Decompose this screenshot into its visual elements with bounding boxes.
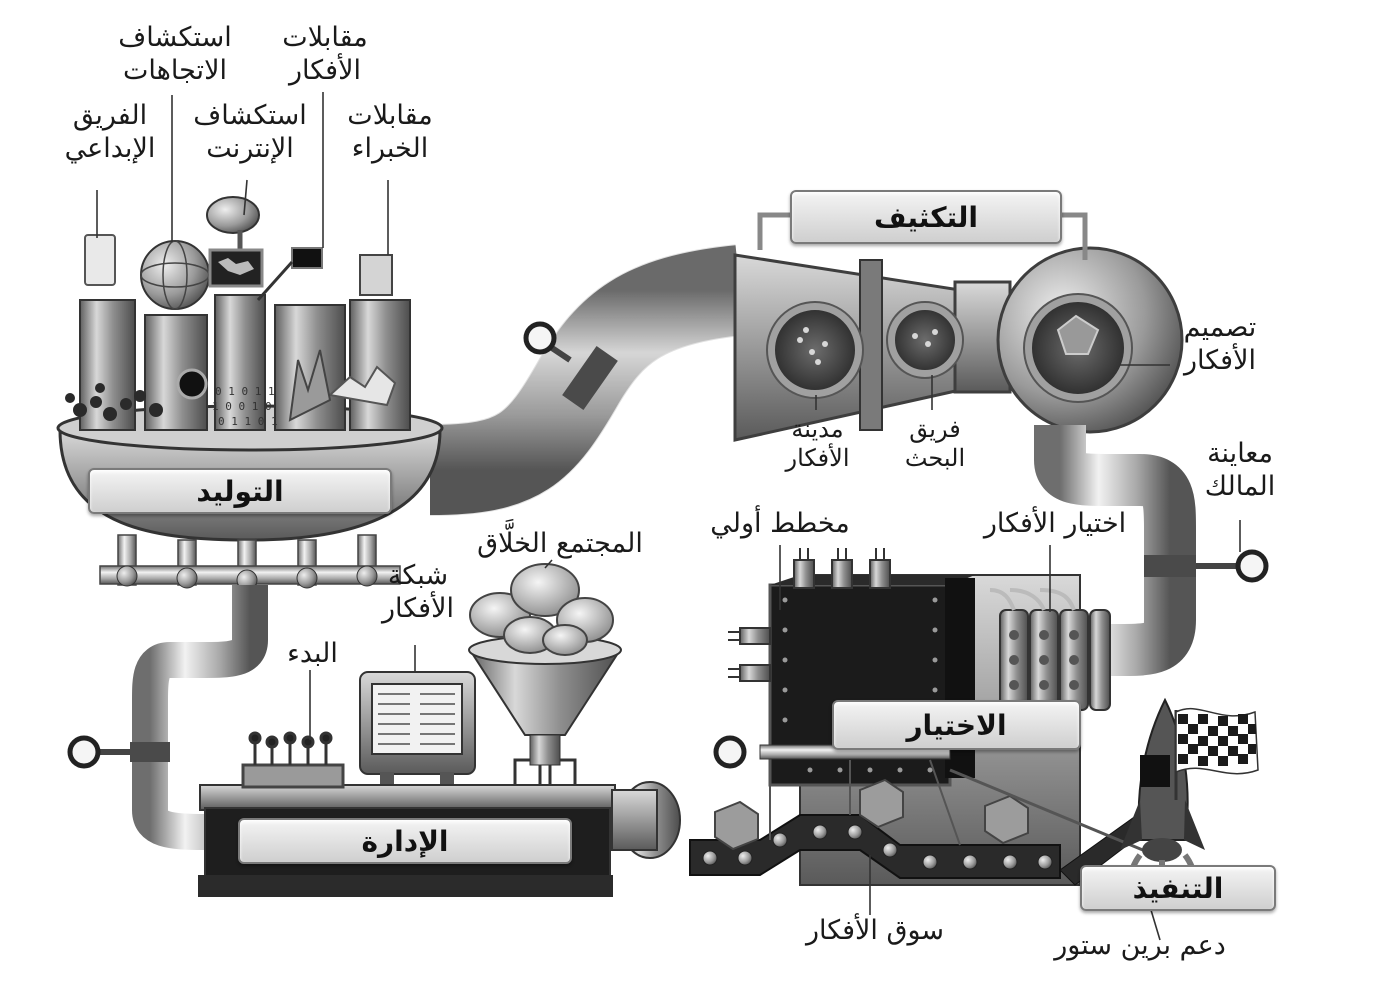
globe-icon	[140, 240, 210, 310]
label-idea-market: سوق الأفكار	[805, 915, 945, 946]
start-levers-icon	[241, 731, 345, 789]
stage-execution-plate: التنفيذ	[1080, 865, 1276, 911]
stage-generation-plate: التوليد	[88, 468, 392, 514]
label-brain-store-support: دعم برين ستور	[1054, 930, 1226, 961]
creative-community-funnel-icon	[468, 563, 622, 785]
beaker-icon	[84, 234, 116, 286]
selection-gauge-icon	[713, 735, 747, 769]
machine-box-icon	[359, 254, 393, 296]
feed-pipe	[132, 585, 268, 850]
idea-network-monitor-icon	[359, 671, 476, 784]
label-initial-plan: مخطط أولي	[710, 508, 850, 539]
side-plugs-icon	[728, 627, 771, 682]
porthole-idea-city	[766, 301, 864, 399]
svg-text:1 0 0 1 0: 1 0 0 1 0	[212, 400, 272, 413]
label-creative-community: المجتمع الخلَّاق	[477, 528, 643, 559]
stage-management-plate: الإدارة	[238, 818, 572, 864]
pressure-gauge-icon	[523, 321, 572, 363]
porthole-idea-design	[1023, 293, 1133, 403]
monitor-map-icon	[208, 248, 264, 288]
label-idea-selection: اختيار الأفكار	[983, 508, 1127, 539]
checkered-flag-icon	[1174, 707, 1259, 800]
porthole-research-team	[886, 301, 964, 379]
stage-selection-plate: الاختيار	[832, 700, 1081, 750]
management-gauge-icon	[67, 735, 130, 769]
plug-connectors-icon	[793, 548, 891, 589]
return-pipe	[1034, 425, 1196, 676]
owner-review-gauge-icon	[1196, 549, 1269, 583]
svg-text:0 1 0 1 1: 0 1 0 1 1	[215, 385, 275, 398]
display-board-icon	[256, 247, 323, 302]
stage-condensation-plate: التكثيف	[790, 190, 1062, 244]
label-start: البدء	[287, 638, 338, 669]
svg-text:0 1 1 0 1: 0 1 1 0 1	[218, 415, 278, 428]
